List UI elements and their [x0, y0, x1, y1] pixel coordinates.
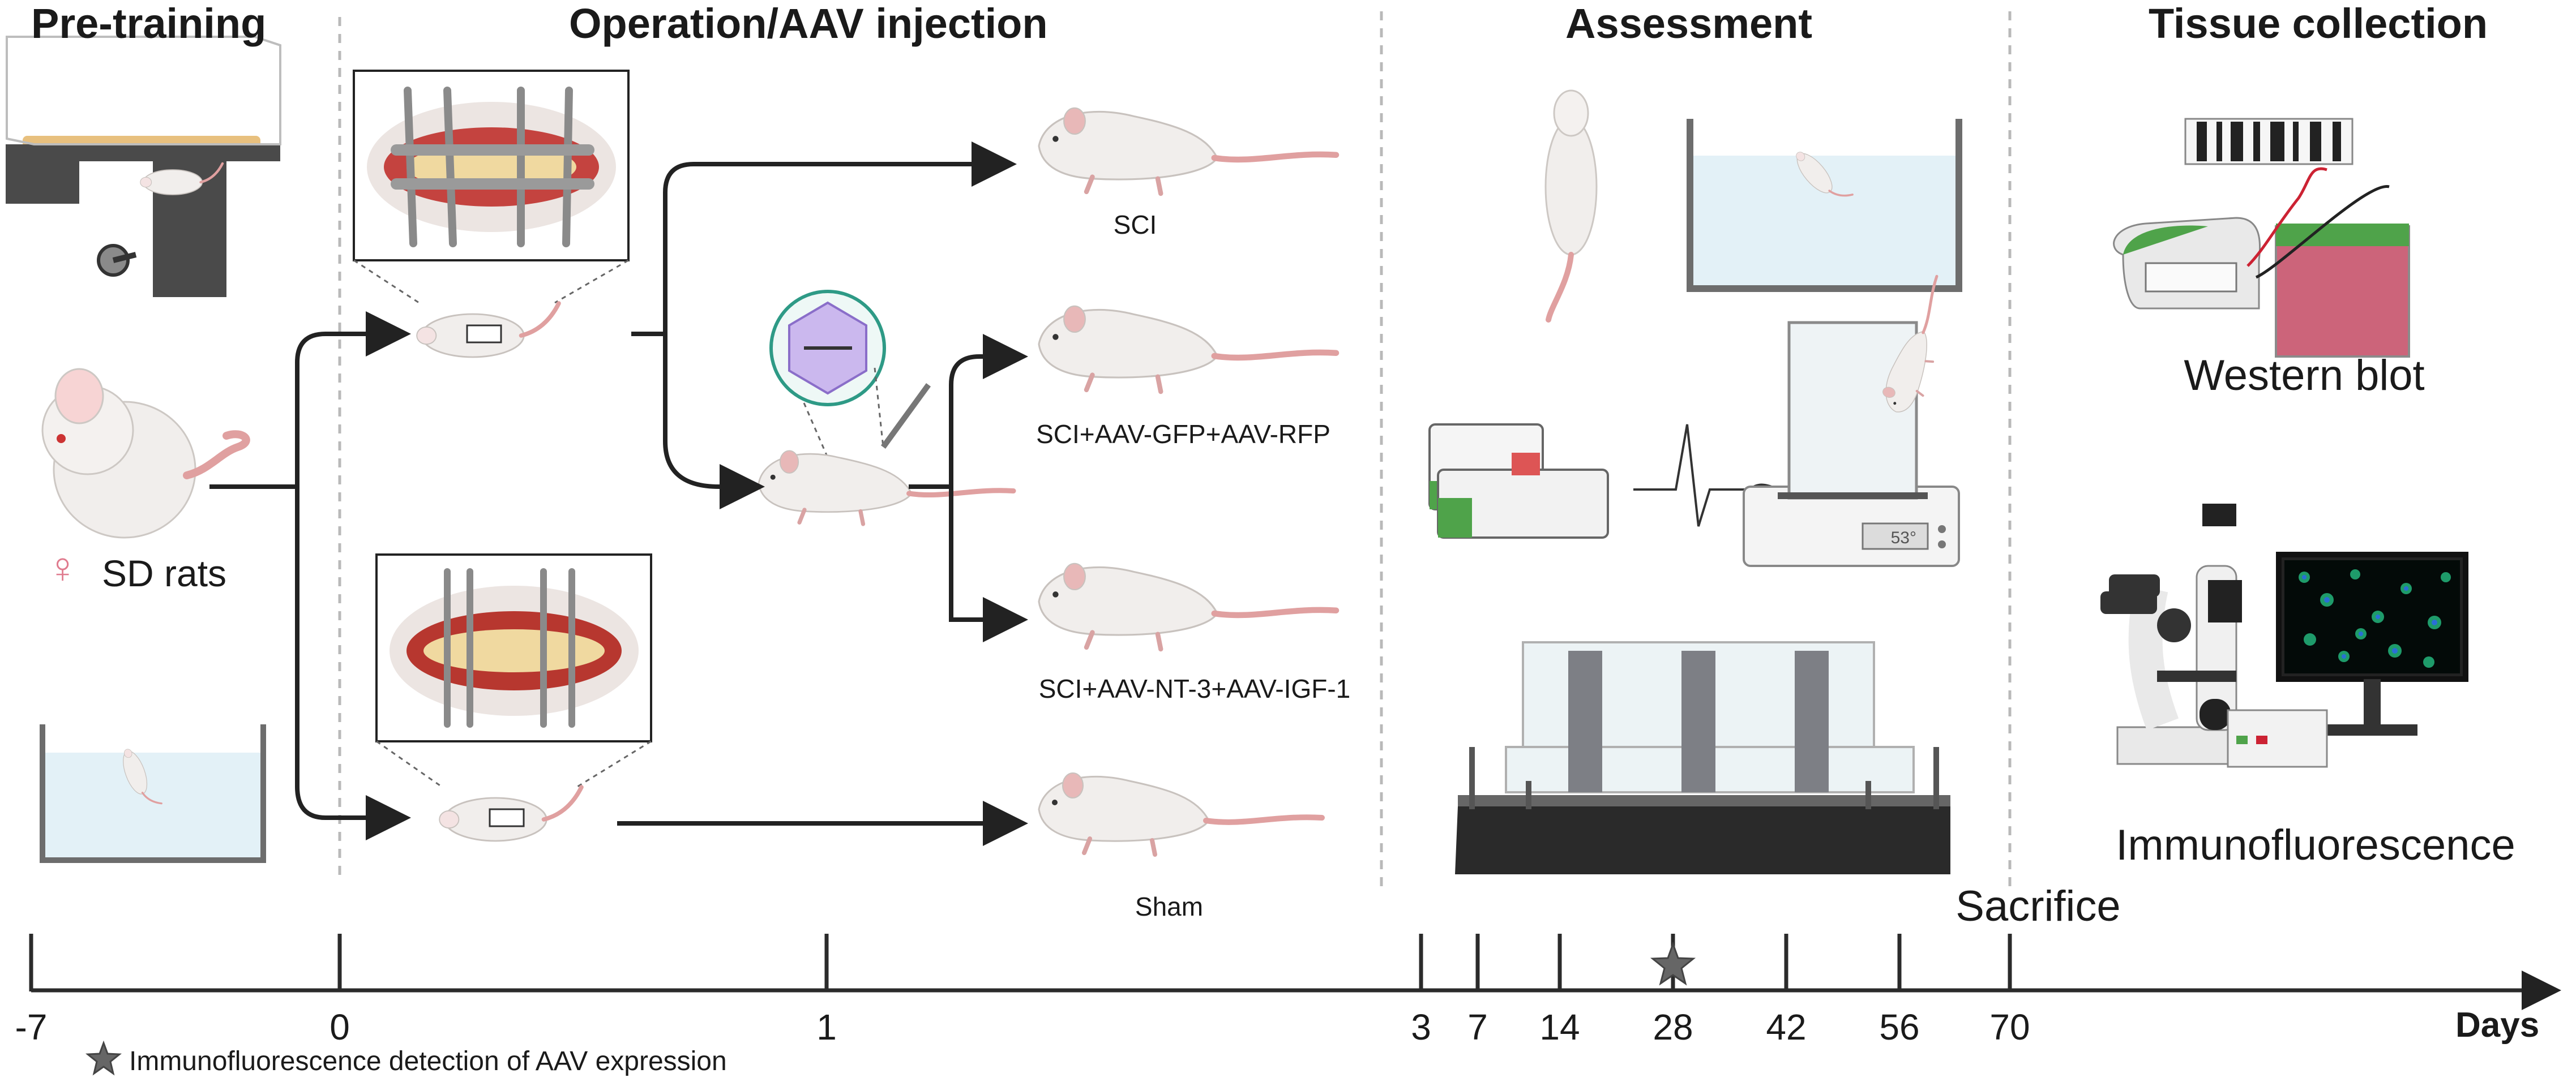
swimming-tank-small: [40, 724, 266, 863]
rat-gfp: [1039, 306, 1336, 392]
section-dividers: [338, 11, 2012, 894]
rat-topdown-bbb-illustration: [1544, 89, 1598, 323]
female-symbol-icon: ♀: [46, 544, 79, 592]
immunofluorescence-label: Immunofluorescence: [2116, 821, 2515, 869]
sacrifice-label: Sacrifice: [1955, 882, 2121, 930]
section-title-assessment: Assessment: [1565, 0, 1813, 47]
timeline-tick-label: -7: [15, 1007, 48, 1047]
ecg-monitor-illustration: [1428, 423, 1801, 539]
group-label-gfp: SCI+AAV-GFP+AAV-RFP: [1036, 419, 1330, 449]
axis-unit-label: Days: [2455, 1006, 2540, 1045]
section-title-pretraining: Pre-training: [31, 0, 267, 47]
group-label-sci: SCI: [1113, 210, 1157, 239]
microscope-illustration: [2100, 504, 2263, 765]
star-marker-icon: [1650, 941, 1696, 986]
surgery-detail-box-bottom: [375, 553, 652, 742]
group-label-nt3: SCI+AAV-NT-3+AAV-IGF-1: [1038, 674, 1351, 703]
timeline-tick-label: 42: [1766, 1007, 1807, 1047]
swimming-tank-assessment: [1687, 119, 1962, 292]
rat-sci: [1039, 108, 1336, 194]
group-label-sham: Sham: [1135, 892, 1204, 921]
hot-plate-illustration: 53°: [1743, 270, 1960, 567]
timeline-tick-label: 0: [330, 1007, 350, 1047]
sd-rat-illustration: [41, 368, 250, 539]
aav-particle-icon: [769, 290, 886, 406]
legend-star-icon: [85, 1040, 122, 1076]
rat-sham: [1039, 773, 1322, 855]
rat-nt3: [1039, 564, 1336, 649]
injected-rat: [759, 450, 1013, 524]
timeline-tick-label: 28: [1653, 1007, 1693, 1047]
timeline-tick-label: 7: [1467, 1007, 1488, 1047]
open-field-apparatus-illustration: [1455, 641, 1950, 874]
timeline-tick-label: 70: [1989, 1007, 2030, 1047]
section-title-tissue-collection: Tissue collection: [2149, 0, 2488, 47]
legend-text: Immunofluorescence detection of AAV expr…: [129, 1046, 727, 1076]
timeline-tick-label: 14: [1539, 1007, 1580, 1047]
timeline-tick-label: 3: [1411, 1007, 1431, 1047]
western-blot-apparatus-illustration: [2113, 118, 2410, 358]
timeline-axis: [29, 934, 2561, 1076]
section-title-operation: Operation/AAV injection: [569, 0, 1048, 47]
surgery-detail-box-top: [353, 70, 630, 261]
timeline-tick-label: 1: [816, 1007, 837, 1047]
timeline-tick-label: 56: [1879, 1007, 1920, 1047]
hot-plate-display: 53°: [1891, 529, 1916, 547]
fluorescence-monitor-illustration: [2227, 552, 2468, 768]
treadmill-illustration: [6, 36, 281, 297]
subjects-label: SD rats: [102, 552, 227, 594]
western-blot-label: Western blot: [2184, 351, 2425, 400]
